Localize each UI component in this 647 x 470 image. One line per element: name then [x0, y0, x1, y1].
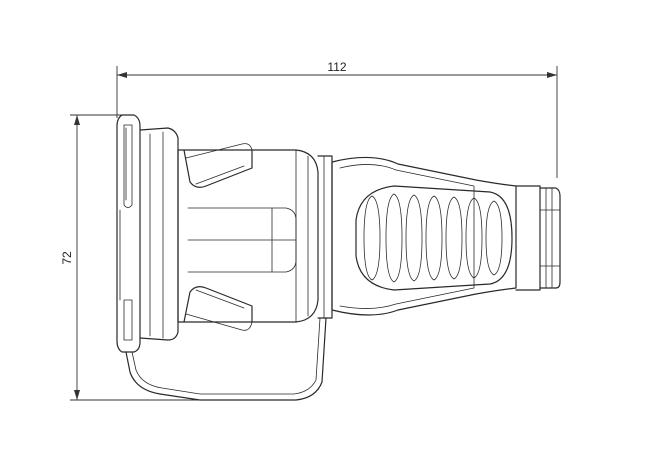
lid-strap — [125, 317, 327, 401]
front-flange — [116, 114, 141, 353]
height-dimension: 72 — [60, 114, 210, 401]
grip-handle — [331, 156, 517, 316]
height-dimension-label: 72 — [60, 251, 74, 265]
collar-ring — [139, 127, 179, 341]
height-arrow-bottom — [74, 390, 80, 400]
socket-body — [177, 143, 319, 331]
width-dimension: 112 — [116, 60, 558, 178]
width-dimension-label: 112 — [327, 60, 346, 74]
transition-band — [317, 155, 333, 319]
width-arrow-left — [117, 72, 127, 78]
width-arrow-right — [547, 72, 557, 78]
grip-ribs — [363, 193, 503, 283]
cable-nut — [515, 185, 561, 291]
height-arrow-top — [74, 115, 80, 125]
